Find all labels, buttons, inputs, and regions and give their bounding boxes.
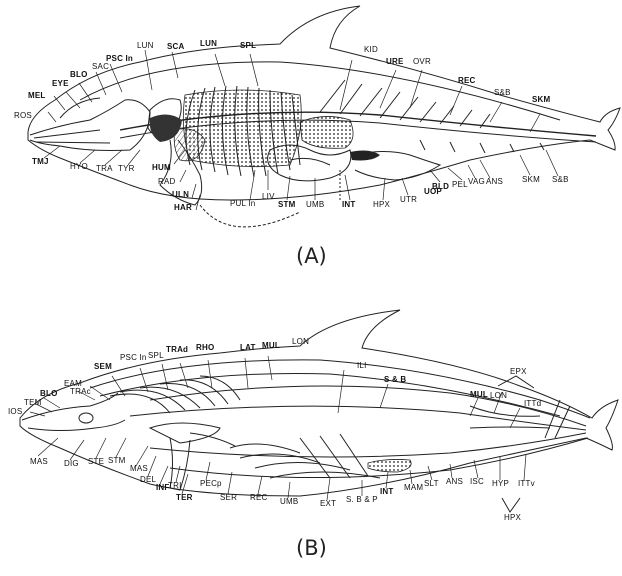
label-psc-b: PSC In <box>120 354 147 362</box>
label-tmj: TMJ <box>32 158 49 166</box>
label-rec-b: REC <box>250 494 268 502</box>
label-sb: S & B <box>384 376 406 384</box>
label-lat: LAT <box>240 344 256 352</box>
label-skm-1: SKM <box>532 96 550 104</box>
label-lon-1: LON <box>292 338 309 346</box>
label-spl: SPL <box>240 42 256 50</box>
label-tem: TEM <box>24 399 42 407</box>
label-mul-2: MUL <box>470 391 488 399</box>
label-tyr: TYR <box>118 165 135 173</box>
label-ans-b: ANS <box>446 478 463 486</box>
label-lon-2: LON <box>490 392 507 400</box>
label-kid: KID <box>364 46 378 54</box>
label-mul-1: MUL <box>262 342 280 350</box>
panel-b-muscle-diagram: TRAc SEM PSC In SPL TRAd RHO LAT MUL LON… <box>0 288 622 576</box>
label-hyo: HYO <box>70 163 88 171</box>
label-vag: VAG <box>468 178 485 186</box>
label-ter: TER <box>176 494 193 502</box>
label-rad: RAD <box>158 178 176 186</box>
label-tri: TRI <box>168 482 182 490</box>
label-har: HAR <box>174 204 192 212</box>
label-rho: RHO <box>196 344 214 352</box>
label-ans: ANS <box>486 178 503 186</box>
label-stm-b: STM <box>108 457 126 465</box>
label-int-b: INT <box>380 488 394 496</box>
label-sb-2: S&B <box>552 176 569 184</box>
label-sem: SEM <box>94 363 112 371</box>
dolphin-muscle-drawing <box>0 288 622 576</box>
label-hum: HUM <box>152 164 171 172</box>
label-ios: IOS <box>8 408 22 416</box>
label-del: DEL <box>140 476 156 484</box>
label-eye: EYE <box>52 80 69 88</box>
label-ili: ILI <box>357 362 367 370</box>
label-ure: URE <box>386 58 404 66</box>
label-umb: UMB <box>306 201 324 209</box>
label-trac: TRAc <box>70 388 91 396</box>
label-sca: SCA <box>167 43 185 51</box>
label-spl-b: SPL <box>148 352 164 360</box>
label-uln: ULN <box>172 191 189 199</box>
label-slt: SLT <box>424 480 439 488</box>
label-ovr: OVR <box>413 58 431 66</box>
label-sac: SAC <box>92 63 109 71</box>
label-rec: REC <box>458 77 476 85</box>
label-epx: EPX <box>510 368 527 376</box>
label-hyp: HYP <box>492 480 509 488</box>
label-bld: BLD <box>432 183 449 191</box>
label-ste: STE <box>88 458 104 466</box>
label-blo-b: BLO <box>40 390 58 398</box>
label-blo: BLO <box>70 71 88 79</box>
label-trad: TRAd <box>166 346 188 354</box>
label-stm: STM <box>278 201 296 209</box>
label-pecp: PECp <box>200 480 222 488</box>
label-utr: UTR <box>400 196 417 204</box>
label-ittv: ITTv <box>518 480 535 488</box>
label-lun-2: LUN <box>200 40 217 48</box>
panel-b-caption: (B) <box>296 536 327 560</box>
label-liv: LIV <box>262 193 275 201</box>
label-int: INT <box>342 201 356 209</box>
label-mas-2: MAS <box>130 465 148 473</box>
label-pul: PUL In <box>230 200 255 208</box>
label-pel: PEL <box>452 181 468 189</box>
label-psc: PSC In <box>106 55 133 63</box>
label-sb-1: S&B <box>494 89 511 97</box>
label-hpx-b: HPX <box>504 514 521 522</box>
label-mel: MEL <box>28 92 46 100</box>
kidney-region <box>300 116 353 148</box>
panel-a-skeletal-diagram: ROS MEL EYE BLO SAC PSC In LUN SCA LUN S… <box>0 0 622 288</box>
label-isc: ISC <box>470 478 484 486</box>
label-eam: EAM <box>64 380 82 388</box>
label-dig: DIG <box>64 460 79 468</box>
label-hpx: HPX <box>373 201 390 209</box>
lung-region <box>183 90 301 167</box>
mammary-region <box>368 459 411 472</box>
label-ros: ROS <box>14 112 32 120</box>
label-lun-1: LUN <box>137 42 154 50</box>
label-ittd: ITTd <box>524 400 541 408</box>
label-ext: EXT <box>320 500 336 508</box>
label-skm-2: SKM <box>522 176 540 184</box>
label-mas-1: MAS <box>30 458 48 466</box>
label-umb-b: UMB <box>280 498 298 506</box>
label-ser: SER <box>220 494 237 502</box>
panel-a-caption: (A) <box>296 244 327 268</box>
label-mam: MAM <box>404 484 423 492</box>
label-sbp: S. B & P <box>346 496 378 504</box>
label-tra: TRA <box>96 165 113 173</box>
